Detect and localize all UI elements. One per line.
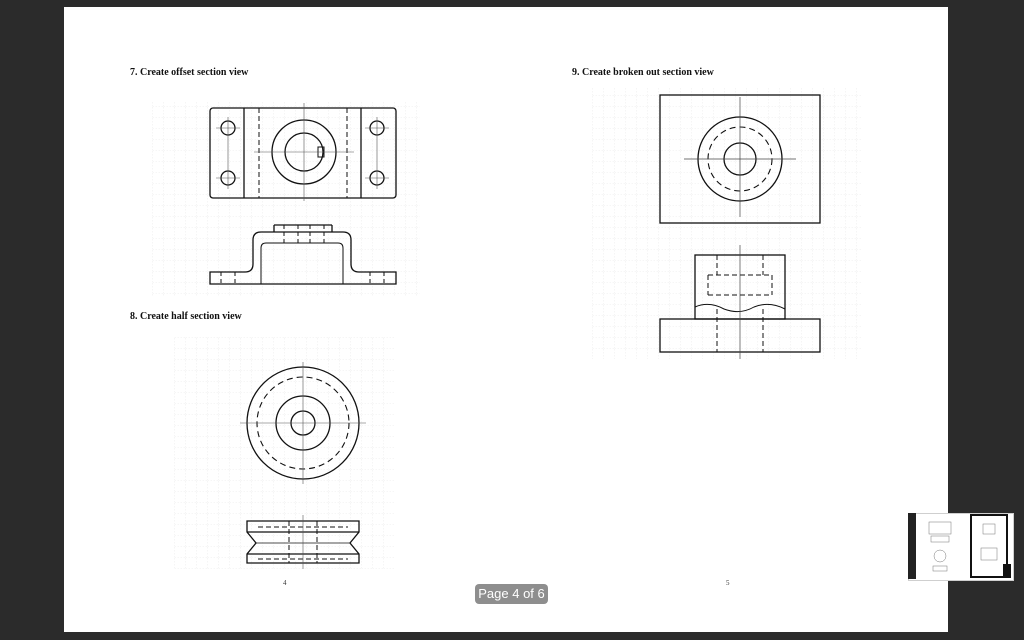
thumbnail-edge <box>908 513 916 579</box>
grid-ex8 <box>174 337 394 569</box>
ex8-top-view <box>240 362 366 484</box>
document-page: 7. Create offset section view 9. Create … <box>64 7 948 632</box>
thumbnail-handle[interactable] <box>1003 564 1011 578</box>
ex7-top-view <box>209 103 397 201</box>
ex8-front-view <box>246 515 360 569</box>
grid-ex7 <box>152 101 420 297</box>
exercise-7-heading: 7. Create offset section view <box>130 67 249 78</box>
exercise-9-heading: 9. Create broken out section view <box>572 67 714 78</box>
page-thumbnail-navigator[interactable] <box>908 513 1014 581</box>
technical-drawings <box>152 87 862 569</box>
page-number-left: 4 <box>283 579 287 587</box>
ex7-front-view <box>209 224 397 285</box>
thumbnail-viewport-frame[interactable] <box>970 514 1008 578</box>
thumbnail-preview <box>928 521 998 572</box>
exercise-8-heading: 8. Create half section view <box>130 311 242 322</box>
ex9-top-view <box>659 94 821 224</box>
page-number-right: 5 <box>726 579 730 587</box>
page-indicator[interactable]: Page 4 of 6 <box>475 584 548 604</box>
ex9-front-view <box>659 245 821 359</box>
